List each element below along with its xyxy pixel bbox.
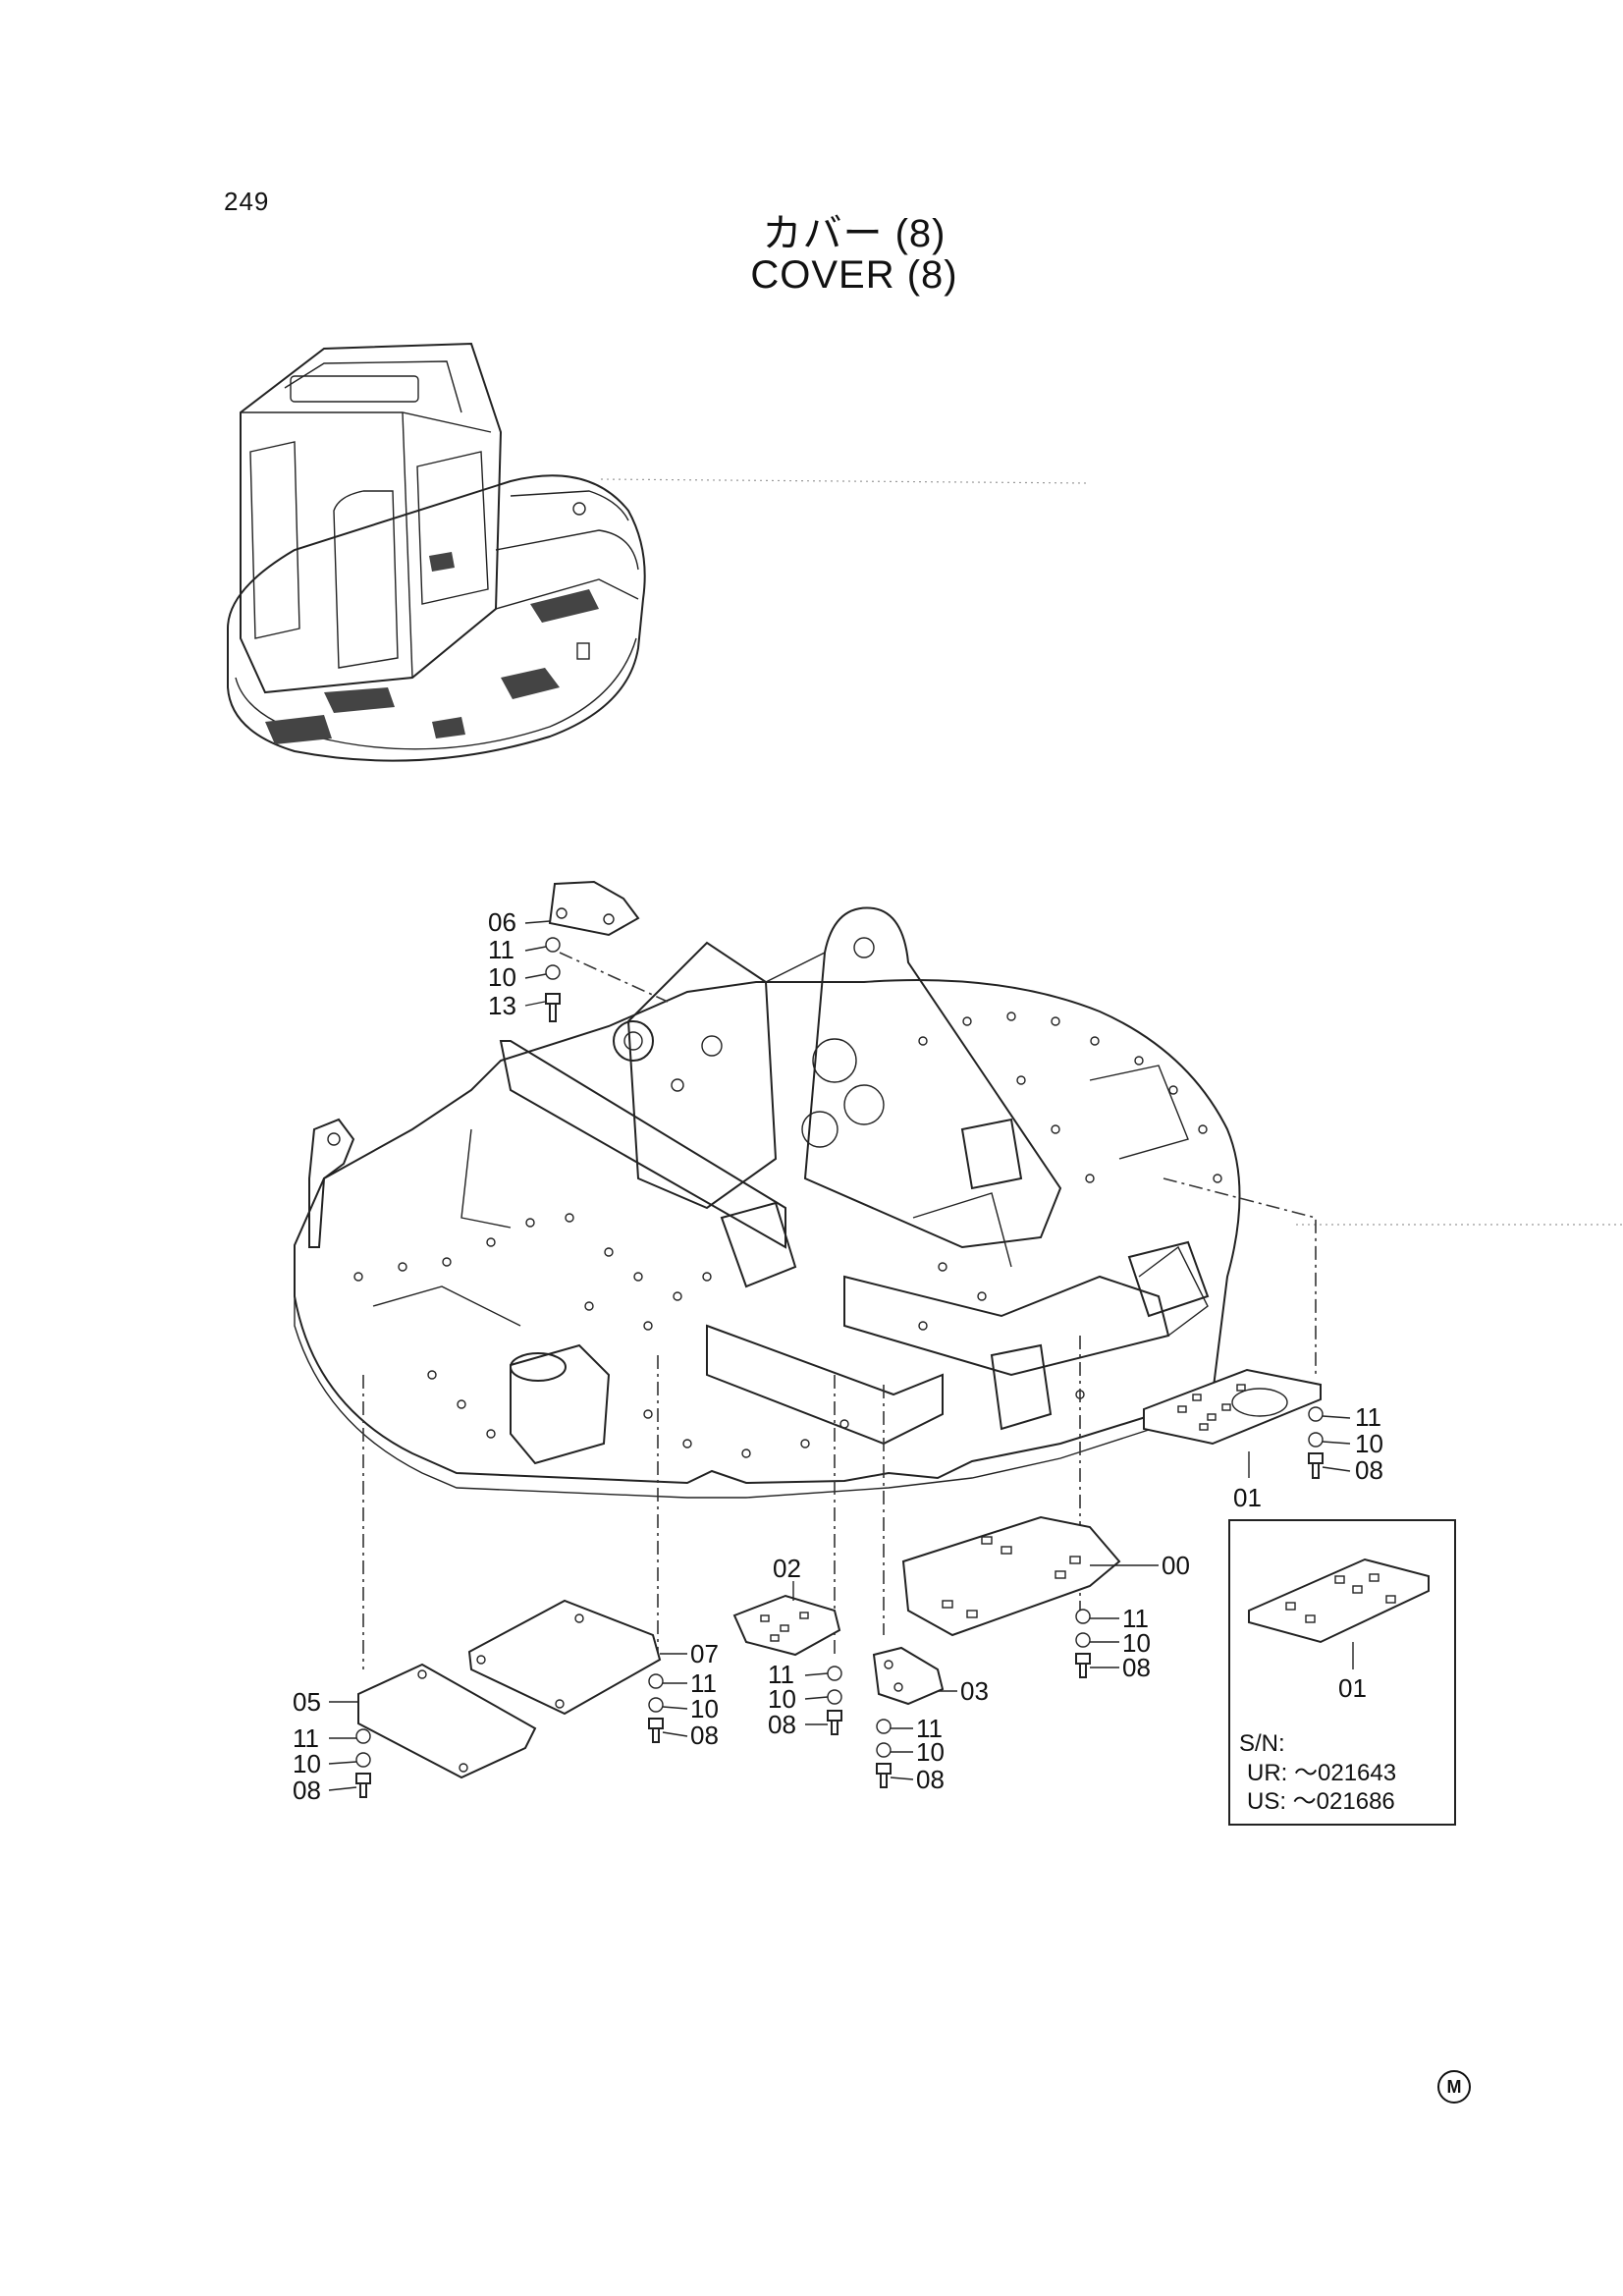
cover-plate-03: [872, 1646, 945, 1788]
callout-08: 08: [1122, 1653, 1151, 1682]
cover-plate-01: [1143, 1368, 1324, 1479]
callout-01: 01: [1233, 1483, 1262, 1512]
callout-08: 08: [768, 1710, 796, 1739]
callout-00: 00: [1162, 1551, 1190, 1580]
callout-11: 11: [1355, 1402, 1381, 1432]
callout-11: 11: [916, 1714, 943, 1743]
callout-10: 10: [1122, 1628, 1151, 1658]
callout-11: 11: [488, 935, 514, 964]
callout-10: 10: [293, 1749, 321, 1778]
callout-07: 07: [690, 1639, 719, 1668]
callout-11: 11: [1122, 1604, 1149, 1633]
callout-10: 10: [768, 1684, 796, 1714]
callout-leaders: [328, 920, 1351, 1791]
callout-10: 10: [690, 1694, 719, 1723]
title-japanese: カバー (8): [762, 212, 947, 255]
callout-08: 08: [690, 1721, 719, 1750]
callout-03: 03: [960, 1676, 989, 1706]
callout-11: 11: [293, 1723, 319, 1753]
upper-frame-drawing: [294, 906, 1317, 1669]
cover-plate-06: [545, 880, 640, 1022]
callout-06: 06: [488, 907, 516, 937]
callout-13: 13: [488, 991, 516, 1020]
inset-callout-01: 01: [1338, 1673, 1367, 1703]
serial-heading: S/N:: [1239, 1730, 1285, 1757]
callout-11: 11: [690, 1668, 717, 1698]
inset-box-serial: 01 S/N: UR: ～021643 US: ～021686: [1228, 1519, 1456, 1826]
footer-m-mark: M: [1437, 2070, 1471, 2104]
cover-plate-00: [901, 1515, 1121, 1678]
callout-11: 11: [768, 1660, 794, 1689]
excavator-overview-illustration: [227, 342, 1623, 1226]
callout-labels: 06 11 10 13 01 11 10 08 00 11 10 08 02 1…: [293, 907, 1383, 1805]
cover-plate-05: [355, 1663, 537, 1798]
callout-10: 10: [488, 962, 516, 992]
serial-range-ur: UR: ～021643: [1247, 1760, 1396, 1786]
cover-plate-07: [467, 1599, 664, 1743]
page-number: 249: [224, 187, 270, 216]
callout-02: 02: [773, 1554, 801, 1583]
callout-05: 05: [293, 1687, 321, 1717]
callout-10: 10: [916, 1737, 945, 1767]
callout-08: 08: [293, 1776, 321, 1805]
title-english: COVER (8): [750, 253, 958, 297]
callout-08: 08: [1355, 1455, 1383, 1485]
callout-10: 10: [1355, 1429, 1383, 1458]
serial-range-us: US: ～021686: [1247, 1788, 1395, 1815]
callout-08: 08: [916, 1765, 945, 1794]
